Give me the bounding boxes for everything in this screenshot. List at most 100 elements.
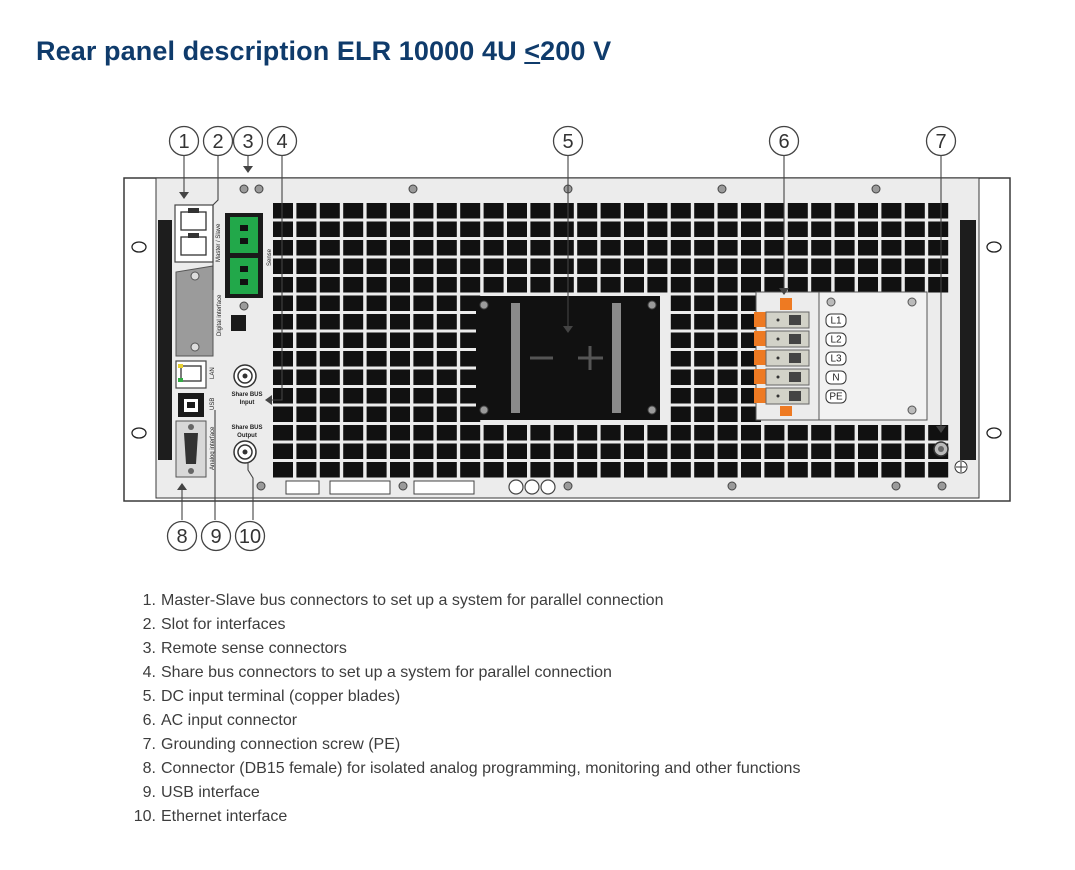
vent-cell <box>624 443 644 459</box>
vent-cell <box>273 314 293 330</box>
ac-terminal-label: L2 <box>830 335 842 346</box>
vent-cell <box>577 258 598 274</box>
vent-cell <box>507 277 527 293</box>
vent-cell <box>670 443 691 459</box>
vent-cell <box>858 277 878 293</box>
screw <box>398 481 408 491</box>
ac-terminal-dot <box>776 375 780 379</box>
vent-cell <box>670 221 691 237</box>
vent-cell <box>624 425 644 441</box>
share-bus-output-label-2: Output <box>237 433 257 439</box>
vent-cell <box>343 240 364 256</box>
vent-cell <box>483 277 504 293</box>
vent-cell <box>436 277 457 293</box>
vent-cell <box>436 332 457 348</box>
vent-cell <box>413 258 434 274</box>
screw <box>239 301 249 311</box>
callout-circle <box>234 520 266 552</box>
callout-number: 4 <box>276 131 287 153</box>
ac-terminal-dot <box>776 356 780 360</box>
vent-cell <box>319 277 340 293</box>
legend-item-number: 9. <box>142 784 156 801</box>
callout-circle <box>925 125 957 157</box>
vent-cell <box>811 203 832 219</box>
vent-cell <box>296 203 317 219</box>
vent-cell <box>436 203 457 219</box>
vent-cell <box>390 406 410 422</box>
legend-item: 6.AC input connector <box>128 709 800 733</box>
ac-lever <box>754 312 766 327</box>
left-rack-rail <box>158 220 172 460</box>
vent-cell <box>717 388 738 404</box>
vent-cell <box>319 332 340 348</box>
leader-lines <box>181 156 942 520</box>
vent-cell <box>624 277 644 293</box>
vent-cell <box>904 258 925 274</box>
vent-cell <box>858 221 878 237</box>
screw <box>479 405 489 415</box>
vent-cell <box>390 425 410 441</box>
vent-cell <box>366 443 387 459</box>
vent-cell <box>319 240 340 256</box>
ac-lever <box>754 388 766 403</box>
status-port <box>231 315 246 331</box>
vent-cell <box>530 462 551 478</box>
vent-cell <box>319 351 340 367</box>
vent-cell <box>577 425 598 441</box>
screw <box>727 481 737 491</box>
vent-cell <box>296 258 317 274</box>
vent-cell <box>296 240 317 256</box>
vent-cell <box>600 221 621 237</box>
sense-connector <box>225 213 263 298</box>
vent-cell <box>881 258 902 274</box>
vent-cell <box>483 443 504 459</box>
legend-item-number: 2. <box>142 616 156 633</box>
vent-cell <box>319 425 340 441</box>
legend-item-number: 8. <box>142 760 156 777</box>
vent-cell <box>366 462 387 478</box>
rack-hole-tl <box>131 241 147 253</box>
vent-cell <box>413 388 434 404</box>
vent-cell <box>530 203 551 219</box>
vent-cell <box>904 203 925 219</box>
vent-cell <box>366 351 387 367</box>
vent-cell <box>366 332 387 348</box>
vent-cell <box>343 277 364 293</box>
vent-cell <box>881 277 902 293</box>
vent-cell <box>881 221 902 237</box>
legend-item: 4.Share bus connectors to set up a syste… <box>128 661 800 685</box>
vent-cell <box>904 240 925 256</box>
vent-cell <box>717 277 738 293</box>
ac-terminal-hole <box>789 315 801 325</box>
vent-cell <box>647 443 668 459</box>
vent-cell <box>366 369 387 385</box>
screw <box>256 481 266 491</box>
vent-cell <box>390 258 410 274</box>
vent-cell <box>928 258 949 274</box>
vent-cell <box>694 388 715 404</box>
vent-cell <box>507 240 527 256</box>
ac-terminal-hole <box>789 372 801 382</box>
vent-cell <box>436 295 457 311</box>
share-bus-input-label-1: Share BUS <box>231 392 262 398</box>
vent-cell <box>670 277 691 293</box>
vent-cell <box>390 332 410 348</box>
screw <box>871 184 881 194</box>
vent-cell <box>296 369 317 385</box>
ac-terminal-block <box>765 368 810 386</box>
legend-item-text: AC input connector <box>161 712 298 729</box>
ac-terminal-label-frame <box>825 332 847 347</box>
vent-cell <box>366 388 387 404</box>
vent-cell <box>460 221 481 237</box>
vent-cell <box>694 277 715 293</box>
legend-item-text: Grounding connection screw (PE) <box>161 736 401 753</box>
vent-cell <box>413 369 434 385</box>
vent-cell <box>413 221 434 237</box>
vent-cell <box>741 462 761 478</box>
screw <box>937 481 947 491</box>
vent-cell <box>436 258 457 274</box>
vent-cell <box>296 406 317 422</box>
vent-cell <box>273 240 293 256</box>
vent-cell <box>670 240 691 256</box>
share-bus-output <box>233 440 257 464</box>
